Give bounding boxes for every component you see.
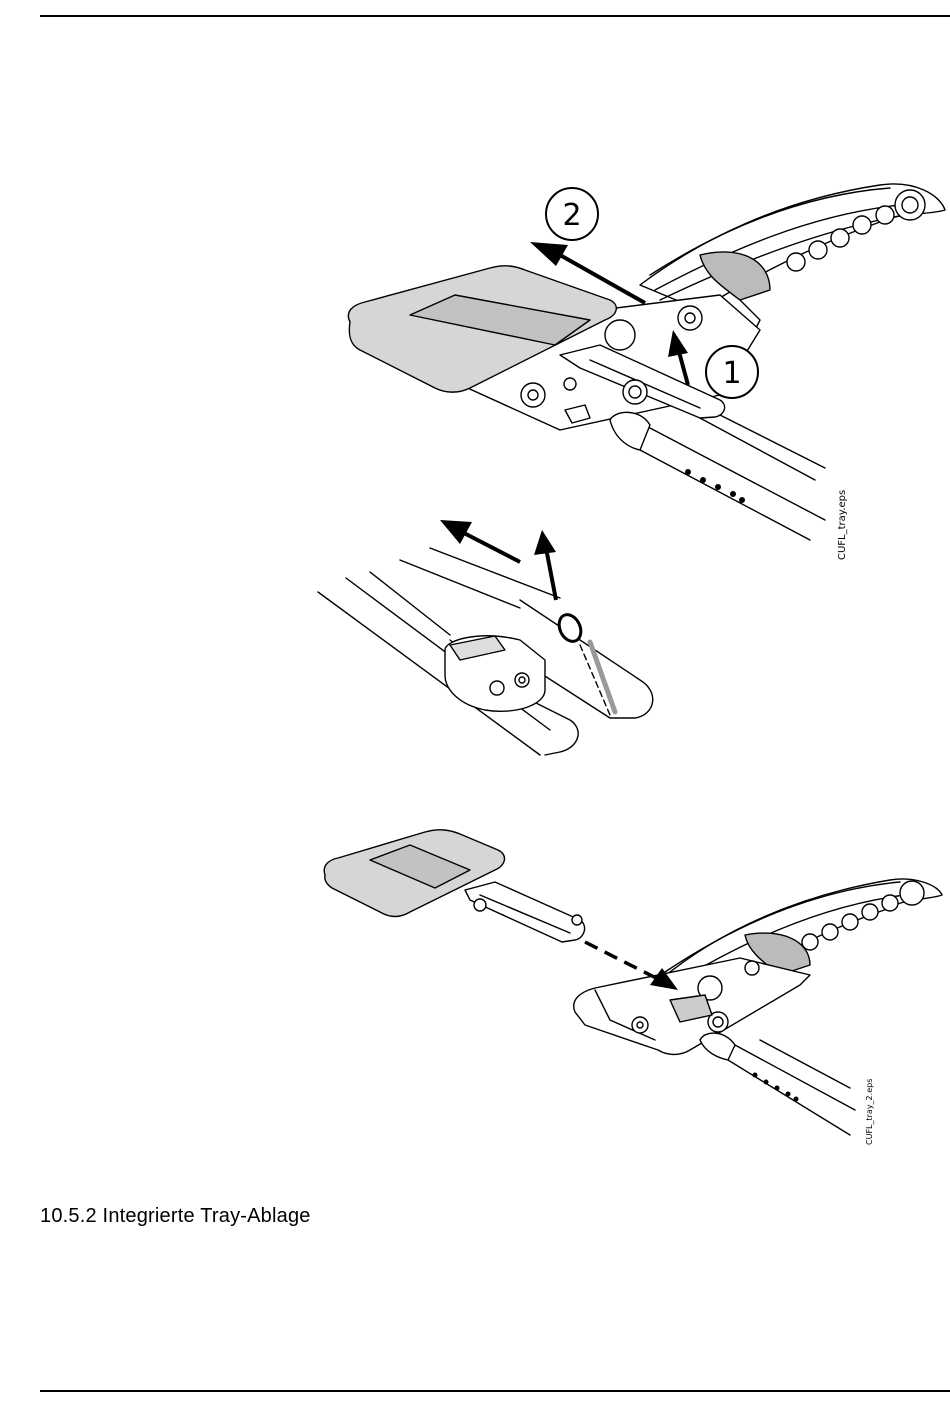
tray-insertion-illustration: CUFL_tray_2.eps <box>0 0 950 1180</box>
bottom-rule <box>40 1390 950 1392</box>
section-heading: 10.5.2 Integrierte Tray-Ablage <box>40 1205 311 1228</box>
figure-2-file-label: CUFL_tray_2.eps <box>865 1079 874 1145</box>
